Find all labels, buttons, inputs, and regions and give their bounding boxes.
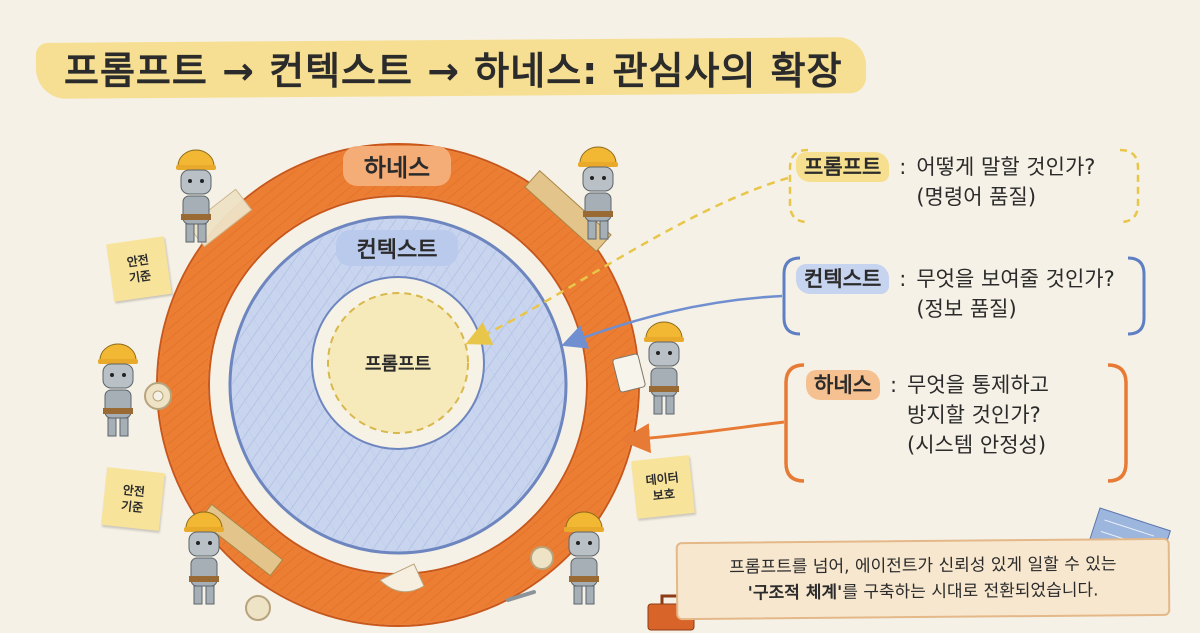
legend-harness: 하네스 : 무엇을 통제하고 방지할 것인가? (시스템 안정성) [806, 370, 1146, 460]
legend-colon: : [899, 267, 907, 291]
legend-harness-tag: 하네스 [806, 370, 880, 400]
sticky-note-text: 기준 [128, 268, 153, 286]
context-bracket [782, 256, 1146, 336]
wrench-icon [506, 590, 536, 602]
legend-prompt-line-2: (명령어 품질) [916, 185, 1037, 209]
legend-context: 컨텍스트 : 무엇을 보여줄 것인가? (정보 품질) [796, 264, 1136, 324]
tape-roll-icon [245, 595, 271, 621]
prompt-core [327, 292, 469, 434]
sticky-note-text: 데이터 [644, 470, 680, 488]
sticky-note-data-protection: 데이터 보호 [631, 455, 695, 519]
sticky-note-text: 보호 [652, 486, 676, 504]
prompt-label: 프롬프트 [365, 354, 431, 375]
sticky-note-safety-1: 안전 기준 [106, 236, 172, 302]
legend-context-line-1: 무엇을 보여줄 것인가? [916, 267, 1115, 291]
harness-bracket [784, 363, 1128, 483]
title-block: 프롬프트 → 컨텍스트 → 하네스: 관심사의 확장 [35, 30, 867, 105]
robot-mid-right [612, 321, 684, 415]
page-title: 프롬프트 → 컨텍스트 → 하네스: 관심사의 확장 [64, 49, 843, 93]
summary-note: 프롬프트를 넘어, 에이전트가 신뢰성 있게 일할 수 있는 '구조적 체계'를… [675, 537, 1171, 621]
legend-harness-line-1: 무엇을 통제하고 [907, 373, 1049, 397]
robot-bottom-left [184, 511, 224, 605]
harness-label: 하네스 [364, 154, 430, 182]
legend-prompt: 프롬프트 : 어떻게 말할 것인가? (명령어 품질) [796, 152, 1136, 212]
robot-mid-left [98, 343, 172, 437]
sticky-note-safety-2: 안전 기준 [101, 467, 165, 531]
legend-colon: : [899, 155, 907, 179]
legend-harness-line-3: (시스템 안정성) [907, 433, 1047, 457]
robot-top-right [578, 146, 618, 240]
prompt-arrow [465, 176, 789, 345]
harness-arrow [620, 420, 785, 454]
harness-label-group: 하네스 [343, 146, 451, 186]
context-label-group: 컨텍스트 [336, 230, 458, 266]
legend-prompt-line-1: 어떻게 말할 것인가? [916, 155, 1096, 179]
legend-colon: : [889, 373, 898, 397]
summary-note-rest: 를 구축하는 시대로 전환되었습니다. [842, 580, 1099, 603]
prompt-bracket [788, 148, 1140, 224]
sticky-note-text: 기준 [120, 498, 144, 516]
legend-context-tag: 컨텍스트 [796, 264, 890, 294]
legend-prompt-tag: 프롬프트 [796, 152, 890, 182]
summary-note-line-2: '구조적 체계'를 구축하는 시대로 전환되었습니다. [748, 577, 1099, 606]
summary-note-line-1: 프롬프트를 넘어, 에이전트가 신뢰성 있게 일할 수 있는 [729, 554, 1117, 578]
context-arrow [561, 294, 783, 349]
legend-context-line-2: (정보 품질) [916, 297, 1017, 321]
robot-top-left [176, 149, 216, 243]
context-label: 컨텍스트 [357, 238, 438, 263]
summary-note-emphasis: '구조적 체계' [747, 582, 843, 604]
robot-bottom-right [530, 511, 604, 605]
peeled-corner [379, 563, 425, 593]
legend-harness-line-2: 방지할 것인가? [907, 403, 1041, 427]
